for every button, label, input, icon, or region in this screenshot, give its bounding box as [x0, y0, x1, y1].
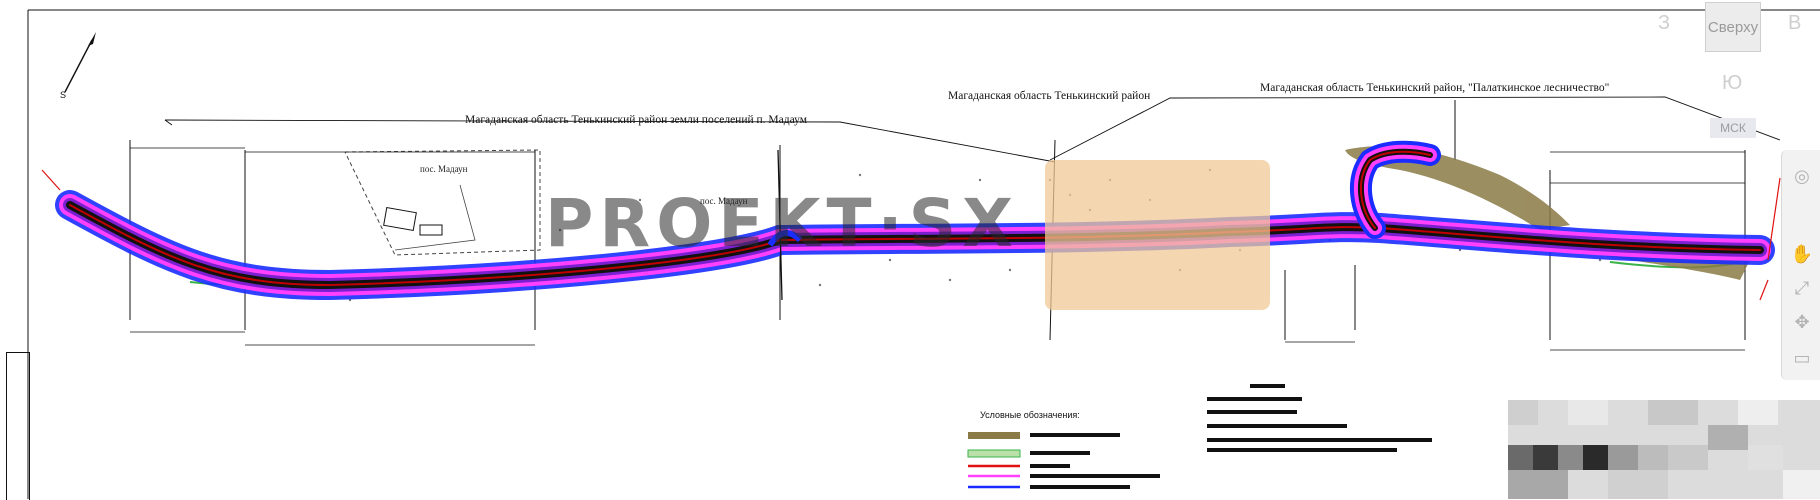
viewcube-south[interactable]: Ю: [1722, 72, 1743, 94]
showmotion-icon[interactable]: ▭: [1793, 347, 1811, 369]
north-arrow-icon: S: [60, 32, 96, 100]
settlement-label: пос. Мадаун: [420, 164, 468, 174]
settlement-label-2: пос. Мадаун: [700, 196, 748, 206]
legend-title: Условные обозначения:: [980, 410, 1080, 420]
watermark-text: PROEKT·SX: [545, 185, 1020, 262]
viewcube-east[interactable]: В: [1788, 12, 1802, 34]
viewcube-west[interactable]: З: [1658, 12, 1671, 34]
pixelated-title-block: [1508, 400, 1820, 499]
watermark-badge: [1045, 160, 1270, 310]
region-label-tenkinsky: Магаданская область Тенькинский район: [948, 90, 1151, 102]
ucs-menu-button[interactable]: МСК: [1710, 118, 1756, 138]
title-frame-strip: [6, 352, 30, 500]
region-label-madaum: Магаданская область Тенькинский район зе…: [465, 114, 807, 126]
pan-hand-icon[interactable]: ✋: [1790, 243, 1814, 265]
svg-text:S: S: [60, 90, 66, 100]
steering-wheel-icon[interactable]: ◎: [1794, 165, 1810, 187]
viewcube-top-face[interactable]: Сверху: [1705, 2, 1761, 52]
region-label-palatkinskoe: Магаданская область Тенькинский район, "…: [1260, 82, 1610, 94]
zoom-icon[interactable]: ⤢: [1794, 277, 1810, 299]
orbit-icon[interactable]: ✥: [1794, 311, 1810, 333]
navigation-bar: ◎ ✋ ⤢ ✥ ▭: [1781, 150, 1820, 380]
